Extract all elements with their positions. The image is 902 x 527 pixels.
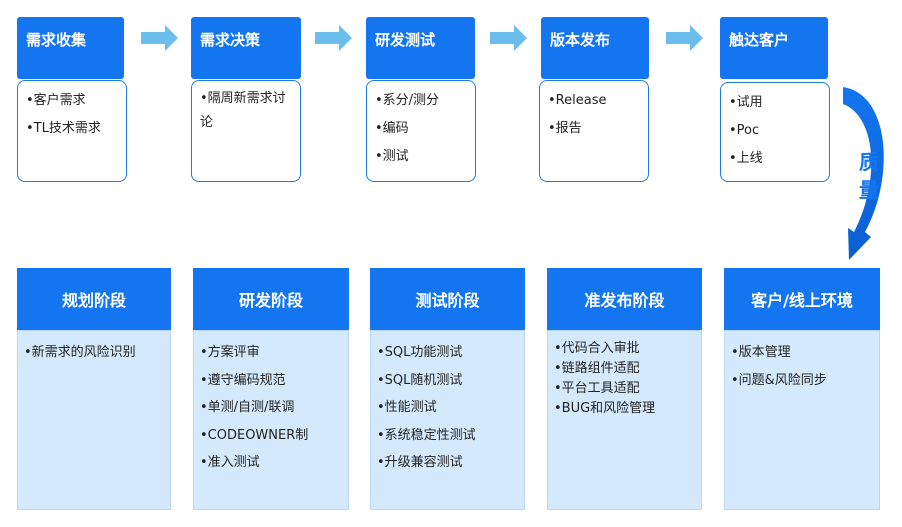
stage-items: •系分/测分 •编码 •测试 [366,80,476,182]
stage-title: 研发测试 [366,17,475,79]
stage-items: •客户需求 •TL技术需求 [17,80,127,182]
list-item: •SQL随机测试 [377,372,463,388]
phase-title: 研发阶段 [193,268,349,330]
list-item: •代码合入审批 [554,341,640,356]
list-item: •编码 [375,121,409,136]
right-arrow-icon [141,25,178,51]
quality-label: 质 量 [859,150,879,202]
list-item: •准入测试 [200,455,260,470]
phase-title: 客户/线上环境 [724,268,880,330]
stage-items: •Release •报告 [539,80,649,182]
list-item: •隔周新需求讨论 [200,91,286,130]
right-arrow-icon [666,25,703,51]
phase-items: •新需求的风险识别 [17,330,171,510]
list-item: •测试 [375,149,409,164]
list-item: •CODEOWNER制 [200,427,309,443]
right-arrow-icon [490,25,527,51]
list-item: •平台工具适配 [554,381,640,396]
list-item: •BUG和风险管理 [554,401,656,416]
stage-title: 需求收集 [17,17,124,79]
list-item: •上线 [729,151,763,166]
stage-items: •隔周新需求讨论 [191,80,301,182]
list-item: •遵守编码规范 [200,372,286,388]
list-item: •问题&风险同步 [731,372,827,388]
phase-items: •SQL功能测试 •SQL随机测试 •性能测试 •系统稳定性测试 •升级兼容测试 [370,330,525,510]
list-item: •升级兼容测试 [377,455,463,470]
list-item: •TL技术需求 [26,121,101,136]
list-item: •链路组件适配 [554,361,640,376]
list-item: •单测/自测/联调 [200,400,295,415]
list-item: •系分/测分 [375,93,440,108]
phase-title: 准发布阶段 [547,268,702,330]
stage-title: 触达客户 [720,17,828,79]
right-arrow-icon [315,25,352,51]
list-item: •版本管理 [731,345,791,360]
phase-items: •代码合入审批 •链路组件适配 •平台工具适配 •BUG和风险管理 [547,330,702,510]
phase-items: •方案评审 •遵守编码规范 •单测/自测/联调 •CODEOWNER制 •准入测… [193,330,349,510]
phase-items: •版本管理 •问题&风险同步 [724,330,880,510]
list-item: •SQL功能测试 [377,345,463,360]
list-item: •性能测试 [377,400,437,415]
phase-title: 规划阶段 [17,268,171,330]
stage-title: 版本发布 [541,17,649,79]
list-item: •报告 [548,121,582,136]
list-item: •试用 [729,95,763,110]
list-item: •系统稳定性测试 [377,427,476,443]
list-item: •Release [548,93,607,108]
stage-items: •试用 •Poc •上线 [720,82,830,182]
curved-arrow-icon [843,87,884,260]
list-item: •新需求的风险识别 [24,345,136,360]
stage-title: 需求决策 [191,17,301,79]
phase-title: 测试阶段 [370,268,525,330]
list-item: •客户需求 [26,93,86,108]
list-item: •Poc [729,123,760,138]
list-item: •方案评审 [200,345,260,360]
